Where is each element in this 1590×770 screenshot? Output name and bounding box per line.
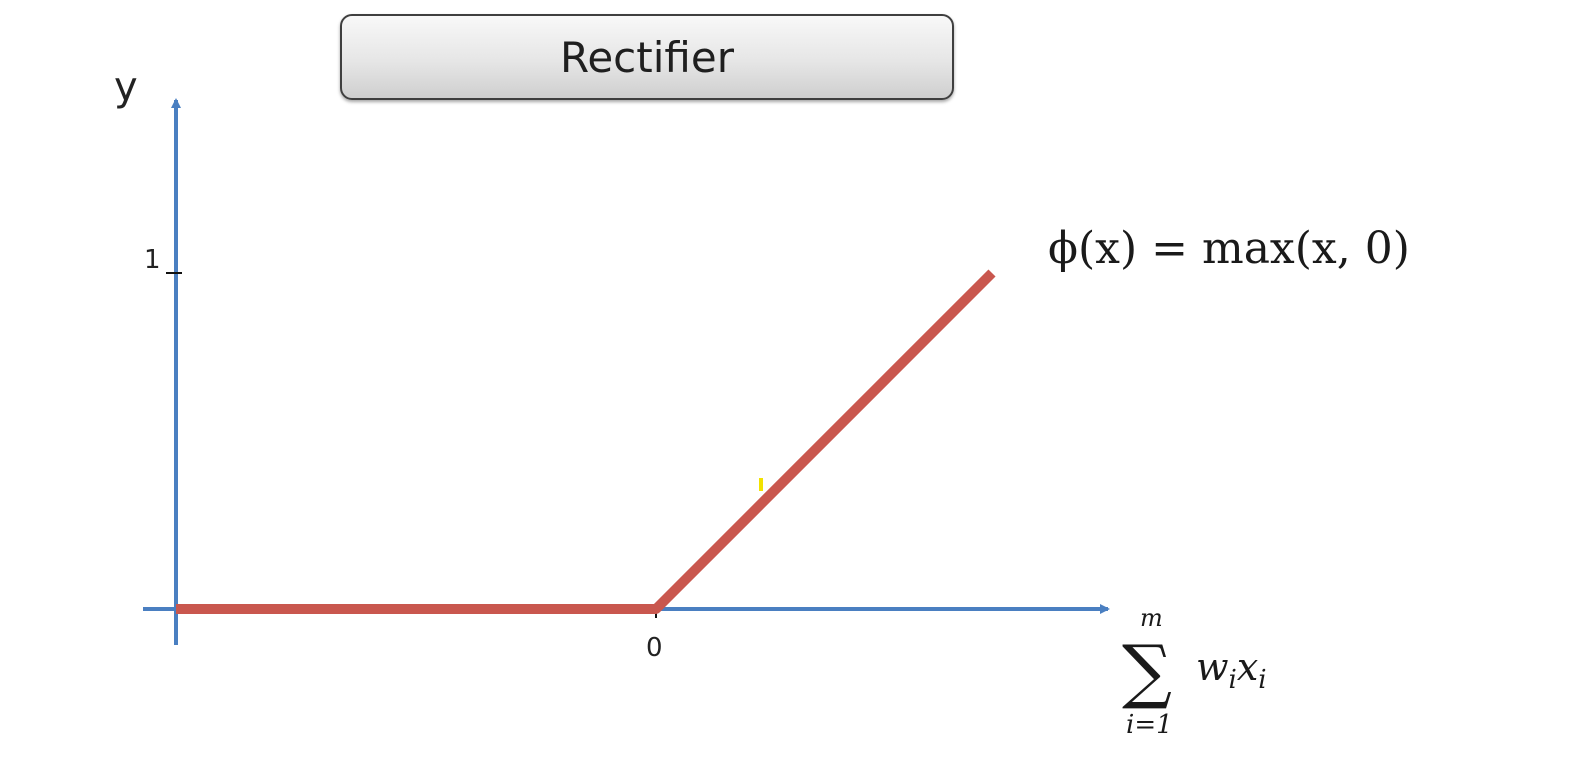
y-axis-label: y <box>114 64 138 110</box>
x-tick-label: 0 <box>646 633 663 663</box>
x-axis-label: m ∑ i=1 wixi <box>1122 604 1267 740</box>
sum-upper: m <box>1140 604 1163 632</box>
cursor-mark <box>759 478 763 491</box>
y-tick-label: 1 <box>144 245 161 275</box>
chart-title: Rectifier <box>340 14 954 100</box>
sum-lower: i=1 <box>1126 710 1173 740</box>
sum-symbol: ∑ <box>1122 630 1172 712</box>
relu-series-line <box>176 269 996 614</box>
sum-term: wixi <box>1196 645 1267 695</box>
formula-label: ϕ(x) = max(x, 0) <box>1048 223 1410 274</box>
